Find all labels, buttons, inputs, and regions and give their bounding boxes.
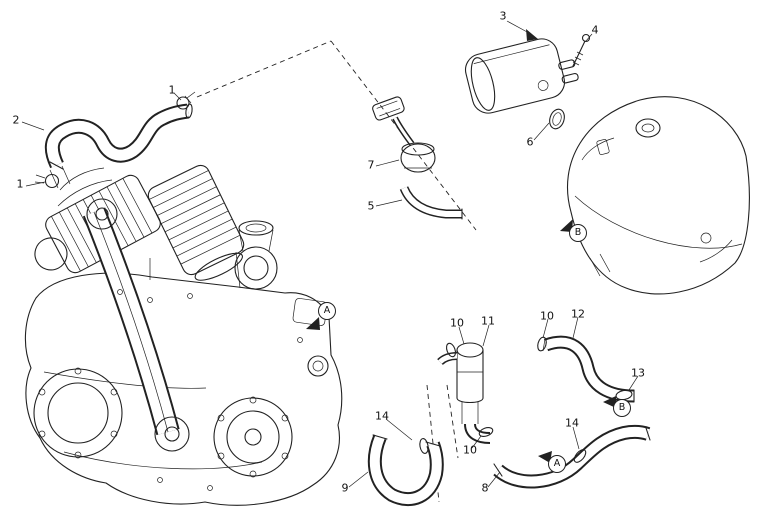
section-marker-a: A (548, 455, 566, 473)
engine-drawing (24, 164, 343, 506)
part-number-label: 5 (367, 199, 375, 213)
part-number-label: 10 (450, 316, 464, 330)
part-number-label: 8 (481, 481, 489, 495)
rear-cylinder (147, 164, 245, 281)
part-number-label: 14 (565, 416, 579, 430)
part-number-label: 3 (499, 9, 507, 23)
part-number-label: 6 (526, 135, 534, 149)
clutch-cover (213, 396, 293, 478)
part-number-label: 12 (571, 307, 585, 321)
hose-clamp-1-upper (176, 91, 196, 110)
purge-valve-11 (437, 342, 491, 444)
part-number-label: 10 (540, 309, 554, 323)
belt-cover (82, 198, 190, 452)
part-number-label: 10 (463, 443, 477, 457)
charcoal-canister (464, 29, 579, 114)
section-marker-b: B (569, 224, 587, 242)
hose-9 (367, 434, 444, 506)
leader-lines (21, 20, 639, 488)
hose-clamp-14-left (419, 438, 429, 454)
hose-clamp-10-mid (537, 336, 547, 352)
part-number-label: 13 (631, 366, 645, 380)
alternator-cover (33, 367, 123, 459)
hose-clamp-10-bottom (478, 426, 494, 438)
part-number-label: 7 (367, 158, 375, 172)
fuel-tank-drawing (566, 96, 750, 295)
throttle-body (234, 220, 278, 290)
part-number-label: 14 (375, 409, 389, 423)
section-marker-b: B (613, 399, 631, 417)
dashed-construction-lines (196, 40, 477, 503)
part-number-label: 1 (168, 83, 176, 97)
part-number-label: 4 (591, 23, 599, 37)
hose-12 (542, 335, 635, 403)
breather-hose-2 (34, 91, 196, 189)
hose-8 (493, 424, 651, 489)
seal-ring-6 (549, 108, 565, 130)
part-number-label: 11 (481, 314, 495, 328)
part-number-label: 2 (12, 113, 20, 127)
hose-clamp-14-right (573, 449, 587, 463)
screw-4 (572, 33, 591, 67)
part-number-label: 1 (16, 177, 24, 191)
part-number-label: 9 (341, 481, 349, 495)
section-marker-a: A (318, 302, 336, 320)
valve-7 (372, 96, 436, 173)
hose-5 (399, 186, 463, 220)
hose-clamp-10-top (445, 342, 457, 358)
